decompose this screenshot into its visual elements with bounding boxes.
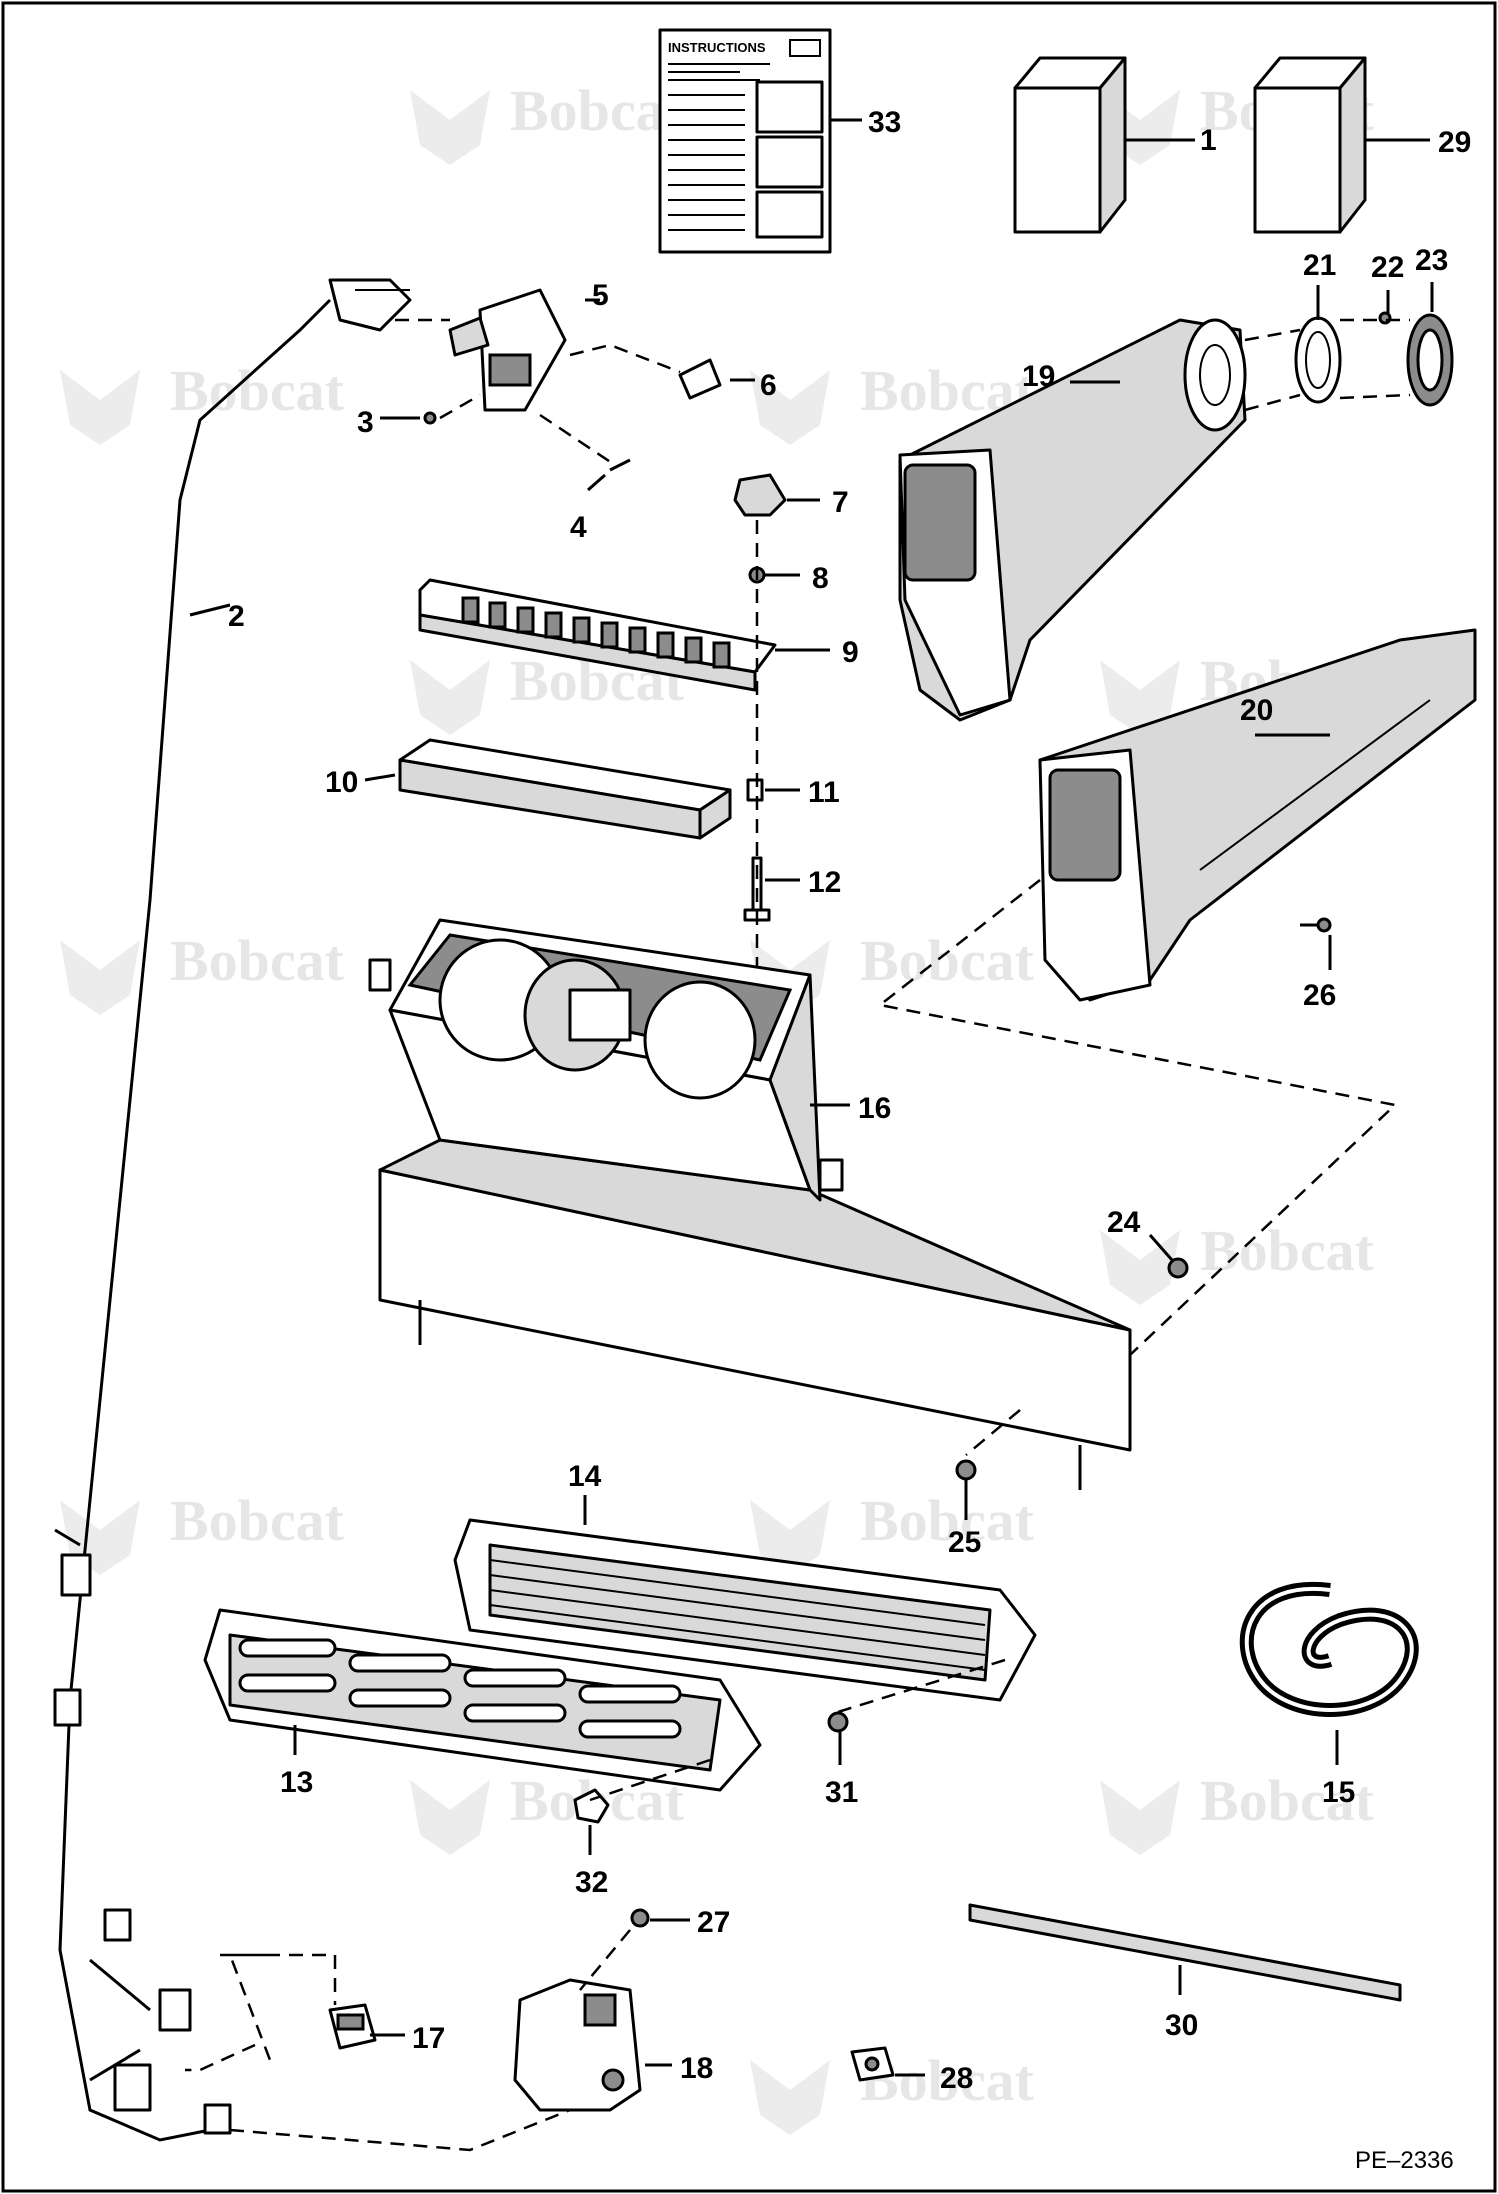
callout-17: 17 [412, 2022, 445, 2055]
watermark-logo [60, 940, 140, 1015]
part-25-nut [955, 1459, 977, 1481]
callout-28: 28 [940, 2062, 973, 2095]
part-30-trim-strip [968, 1903, 1402, 2002]
watermark-logo [410, 1780, 490, 1855]
part-14-air-vent [453, 1518, 1037, 1702]
assembly-line [395, 318, 681, 467]
part-26-screw [1300, 917, 1332, 933]
callout-14: 14 [568, 1460, 602, 1493]
callout-31: 31 [825, 1776, 858, 1809]
part-16-blower-housing [368, 918, 1132, 1490]
watermark-logo [1100, 1230, 1180, 1305]
callout-1: 1 [1200, 124, 1217, 157]
callout-11: 11 [808, 776, 840, 809]
part-17-relay [328, 2003, 377, 2050]
callout-4: 4 [570, 511, 587, 544]
leader-lines [189, 118, 1434, 2077]
callout-8: 8 [812, 562, 829, 595]
part-3-screw [423, 411, 437, 425]
callout-20: 20 [1240, 694, 1273, 727]
watermark-logo [750, 1500, 830, 1575]
callout-9: 9 [842, 636, 859, 669]
part-13-louvered-vent [203, 1608, 762, 1792]
callout-27: 27 [697, 1906, 730, 1939]
callout-3: 3 [357, 406, 374, 439]
assembly-line [965, 1409, 1021, 1456]
part-31-nut [827, 1711, 849, 1733]
assembly-line [579, 1929, 631, 1991]
callout-24: 24 [1107, 1206, 1141, 1239]
part-10-filter-foam [398, 738, 732, 840]
part-21-ring [1294, 316, 1342, 404]
callout-6: 6 [760, 369, 777, 402]
part-2-wire-harness [53, 278, 412, 2142]
part-28-clip [850, 2046, 895, 2082]
watermark-text: Bobcat [170, 928, 345, 993]
assembly-line [185, 1953, 571, 2152]
part-24-nut [1167, 1257, 1189, 1279]
callout-10: 10 [325, 766, 358, 799]
watermark-logo [1100, 660, 1180, 735]
callout-2: 2 [228, 600, 245, 633]
watermark-logo [60, 370, 140, 445]
part-19-air-duct [898, 318, 1247, 722]
part-27-nut [630, 1908, 650, 1928]
watermark-logo [1100, 1780, 1180, 1855]
callout-labels: 1 2 3 4 5 6 7 8 9 10 11 12 13 14 15 16 1… [228, 106, 1471, 2095]
watermark-text: Bobcat [1200, 1768, 1375, 1833]
part-23-clamp [1406, 313, 1454, 407]
callout-33: 33 [868, 106, 901, 139]
watermark-logo [410, 660, 490, 735]
part-15-hose-coil [1239, 1581, 1419, 1717]
callout-18: 18 [680, 2052, 713, 2085]
callout-25: 25 [948, 1526, 981, 1559]
callout-13: 13 [280, 1766, 313, 1799]
part-5-switch-assembly [448, 288, 567, 412]
part-33-instruction-sheet: INSTRUCTIONS [658, 28, 832, 254]
instruction-sheet-title: INSTRUCTIONS [668, 40, 766, 55]
watermark-logo [410, 90, 490, 165]
watermark-text: Bobcat [1200, 1218, 1375, 1283]
assembly-line [1244, 318, 1411, 412]
callout-29: 29 [1438, 126, 1471, 159]
part-4-screw [609, 458, 631, 472]
part-7-knob [733, 473, 787, 517]
callout-19: 19 [1022, 360, 1055, 393]
callout-12: 12 [808, 866, 841, 899]
callout-7: 7 [832, 486, 849, 519]
watermark-logo [750, 370, 830, 445]
watermark-text: Bobcat [510, 78, 685, 143]
part-11-bushing [746, 778, 764, 802]
callout-30: 30 [1165, 2009, 1198, 2042]
callout-22: 22 [1371, 251, 1404, 284]
callout-32: 32 [575, 1866, 608, 1899]
callout-21: 21 [1303, 249, 1336, 282]
callout-26: 26 [1303, 979, 1336, 1012]
watermark-logo [750, 2060, 830, 2135]
part-9-vent-grille [418, 578, 777, 692]
assembly-line [877, 879, 1398, 1356]
watermark-text: Bobcat [170, 1488, 345, 1553]
watermark-text: Bobcat [860, 928, 1035, 993]
callout-23: 23 [1415, 244, 1448, 277]
part-6-connector [678, 358, 722, 400]
drawing-code: PE–2336 [1355, 2147, 1454, 2174]
callout-5: 5 [592, 279, 609, 312]
part-1-box [1013, 56, 1127, 234]
assembly-line [589, 1658, 1006, 1802]
part-29-box [1253, 56, 1367, 234]
callout-15: 15 [1322, 1776, 1355, 1809]
watermark-text: Bobcat [860, 1488, 1035, 1553]
part-20-air-duct [1038, 628, 1477, 1002]
part-18-control-valve [513, 1978, 642, 2112]
callout-16: 16 [858, 1092, 891, 1125]
